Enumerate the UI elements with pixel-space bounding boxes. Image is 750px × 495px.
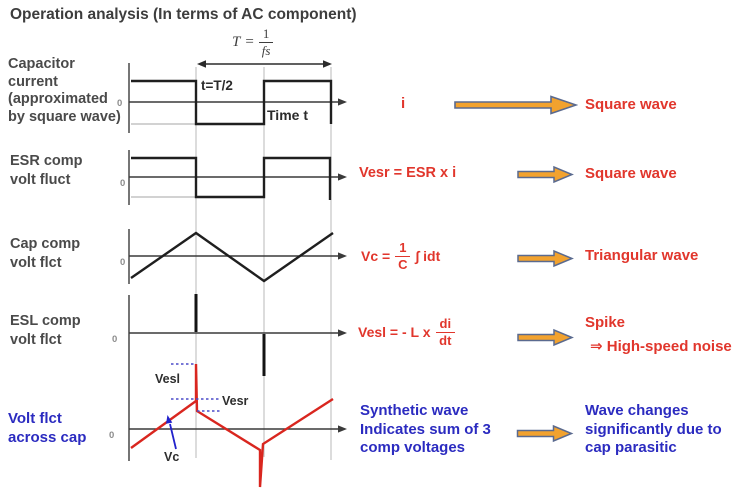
flow-arrow-icon <box>517 328 574 347</box>
flow-arrow-icon <box>454 95 578 115</box>
cap-current-wave <box>131 79 333 126</box>
note-line: Indicates sum of 3 <box>360 420 491 438</box>
formula-vc-pre: Vc = <box>361 248 391 265</box>
result-line: significantly due to <box>585 420 722 438</box>
formula-vesl-fraction: di dt <box>435 317 456 348</box>
period-eq: = <box>245 33 254 50</box>
period-lhs: T <box>232 33 241 50</box>
label-cap-comp: Cap comp volt flct <box>10 235 80 273</box>
formula-vc-post: ∫ idt <box>415 248 441 265</box>
period-arrow <box>197 60 332 68</box>
label-esr-comp: ESR comp volt fluct <box>10 152 83 190</box>
result-row4: Spike ⇒ High-speed noise <box>585 311 732 359</box>
label-capacitor-current: Capacitor current (approximated by squar… <box>8 56 121 126</box>
label-line: Capacitor <box>8 56 75 72</box>
zero-label: 0 <box>109 430 115 441</box>
zero-label: 0 <box>120 257 126 268</box>
note-line: comp voltages <box>360 439 466 456</box>
period-formula: T = 1 fs <box>232 27 274 58</box>
vc-pointer-arrow <box>166 415 177 450</box>
reference-lines <box>131 123 195 198</box>
esl-spikes <box>194 294 266 376</box>
zero-label: 0 <box>120 178 126 189</box>
result-line: Wave changes <box>585 402 689 419</box>
zero-label: 0 <box>112 334 118 345</box>
period-fraction: 1 fs <box>258 27 274 58</box>
label-esl-comp: ESL comp volt flct <box>10 312 81 350</box>
title-sub: (In terms of AC component) <box>153 6 357 23</box>
period-denominator: fs <box>261 42 271 58</box>
formula-i: i <box>401 95 406 112</box>
result-line: cap parasitic <box>585 439 677 456</box>
gridlines <box>195 67 332 460</box>
label-line: volt flct <box>10 255 62 271</box>
level-markers <box>171 363 220 412</box>
note-line: Synthetic wave <box>360 402 469 419</box>
result-line: Spike <box>585 314 626 331</box>
time-axis-label: Time t <box>267 107 308 123</box>
label-line: Volt flct <box>8 410 62 427</box>
label-line: Cap comp <box>10 236 81 252</box>
synthetic-wave-note: Synthetic wave Indicates sum of 3 comp v… <box>360 402 491 458</box>
result-row5: Wave changes significantly due to cap pa… <box>585 402 722 458</box>
fraction-den: dt <box>439 332 452 348</box>
page-title: Operation analysis (In terms of AC compo… <box>10 6 357 24</box>
label-line: by square wave) <box>8 108 121 125</box>
esr-wave <box>131 156 332 200</box>
vesl-label: Vesl <box>155 372 181 386</box>
label-line: ESL comp <box>10 313 81 329</box>
half-period-label: t=T/2 <box>201 78 233 93</box>
axis-arrowheads <box>338 98 347 433</box>
label-volt-flct: Volt flct across cap <box>8 409 86 447</box>
synthetic-wave <box>130 363 334 488</box>
vc-label: Vc <box>164 450 180 464</box>
period-numerator: 1 <box>258 27 274 43</box>
label-line: volt flct <box>10 332 62 348</box>
zero-label: 0 <box>117 98 123 109</box>
label-line: volt fluct <box>10 172 71 188</box>
formula-vc-fraction: 1 C <box>395 241 411 272</box>
result-line: ⇒ High-speed noise <box>590 338 732 355</box>
flow-arrow-icon <box>516 424 574 443</box>
flow-arrow-icon <box>517 165 574 184</box>
flow-arrow-icon <box>517 249 574 268</box>
fraction-den: C <box>398 256 408 272</box>
result-row2: Square wave <box>585 165 677 182</box>
result-row1: Square wave <box>585 96 677 113</box>
formula-vesr: Vesr = ESR x i <box>359 165 457 181</box>
vesr-label: Vesr <box>222 394 249 408</box>
result-row3: Triangular wave <box>585 247 699 264</box>
fraction-num: 1 <box>395 241 411 257</box>
label-line: current <box>8 73 58 90</box>
formula-vesl-pre: Vesl = - L x <box>358 324 431 341</box>
label-line: (approximated <box>8 91 108 107</box>
label-line: across cap <box>8 429 87 446</box>
fraction-num: di <box>435 317 456 333</box>
formula-vesl: Vesl = - L x di dt <box>358 317 456 348</box>
formula-vc: Vc = 1 C ∫ idt <box>361 241 440 271</box>
title-main: Operation analysis <box>10 6 149 23</box>
cap-comp-wave <box>130 231 334 283</box>
label-line: ESR comp <box>10 153 83 169</box>
